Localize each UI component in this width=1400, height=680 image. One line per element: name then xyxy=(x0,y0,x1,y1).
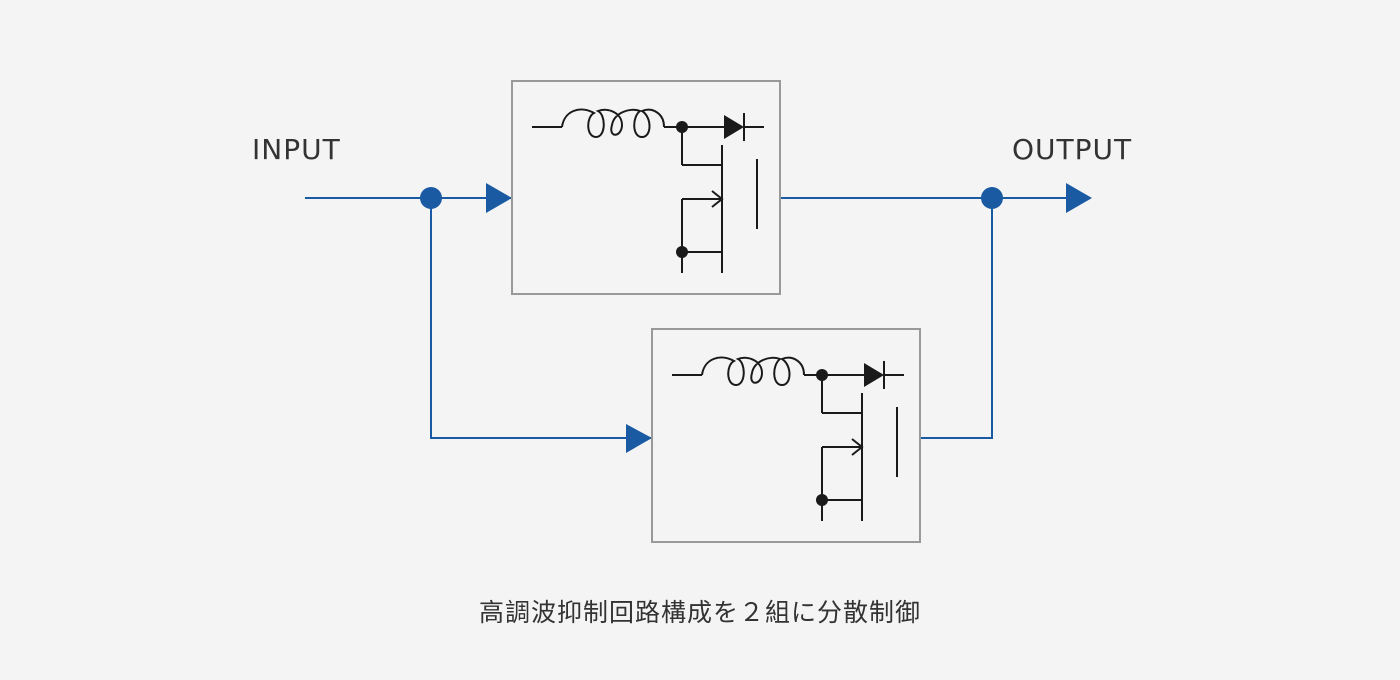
output-junction-dot xyxy=(981,187,1003,209)
upper-circuit-block xyxy=(511,80,781,295)
upper-input-arrow-icon xyxy=(486,183,512,213)
lower-output-line xyxy=(920,198,993,439)
output-label: OUTPUT xyxy=(1012,133,1133,166)
signal-wiring xyxy=(305,197,1070,439)
diagram-caption: 高調波抑制回路構成を２組に分散制御 xyxy=(478,598,921,627)
input-junction-dot xyxy=(420,187,442,209)
lower-branch-line xyxy=(430,198,652,439)
lower-circuit-block xyxy=(651,328,921,543)
input-label: INPUT xyxy=(252,133,341,166)
output-arrow-icon xyxy=(1066,183,1092,213)
lower-input-arrow-icon xyxy=(626,424,652,453)
